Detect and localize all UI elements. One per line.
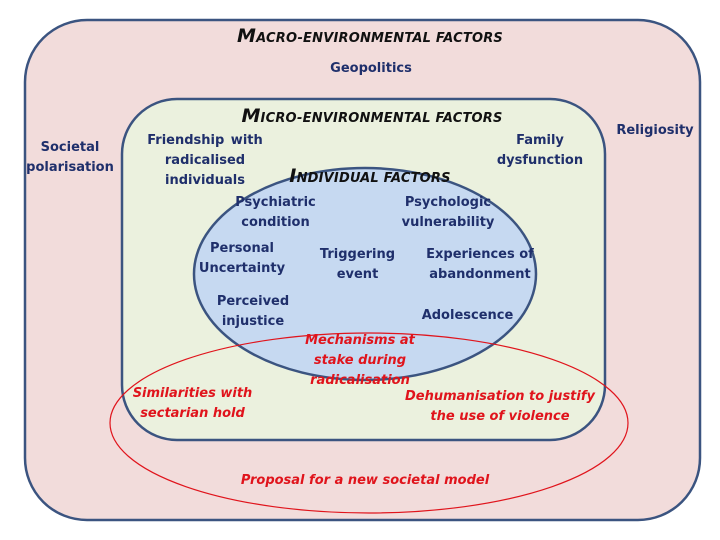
macro-factor-geopolitics: Geopolitics [330,61,412,76]
micro-title-rest: icro-environmental factors [260,111,503,126]
macro-factor-societal-polarisation: Societal polarisation [26,140,114,175]
mechanism-new-societal-model: Proposal for a new societal model [240,473,490,488]
individual-factor-adolescence: Adolescence [421,308,514,323]
micro-factor-family-dysfunction: Family dysfunction [496,133,584,168]
individual-title-initial: I [289,165,297,187]
individual-factor-personal-uncertainty: Personal Uncertainty [198,241,286,276]
micro-title: Micro-environmental factors [122,106,622,129]
mechanisms-title: Mechanisms at stake during radicalisatio… [305,333,415,388]
individual-title: Individual factors [270,166,470,189]
mechanisms-ellipse [109,332,629,514]
individual-factor-experiences-of-abandonment: Experiences of abandonment [426,247,534,282]
macro-title: Macro-environmental factors [0,26,720,49]
individual-factor-triggering-event: Triggering event [319,247,396,282]
individual-factor-psychiatric-condition: Psychiatric condition [235,195,316,230]
individual-factors-ellipse [192,166,538,382]
micro-title-initial: M [241,105,261,127]
individual-factor-psychologic-vulnerability: Psychologic vulnerability [401,195,495,230]
individual-title-rest: ndividual factors [296,171,451,186]
mechanism-dehumanisation: Dehumanisation to justify the use of vio… [405,389,595,424]
mechanism-similarities-sectarian-hold: Similarities with sectarian hold [132,386,253,421]
micro-factor-friendship: Friendship with radicalised individuals [147,133,263,188]
macro-factor-religiosity: Religiosity [616,123,694,138]
macro-title-rest: acro-environmental factors [256,31,503,46]
individual-factor-perceived-injustice: Perceived injustice [216,294,290,329]
macro-title-initial: M [237,25,257,47]
